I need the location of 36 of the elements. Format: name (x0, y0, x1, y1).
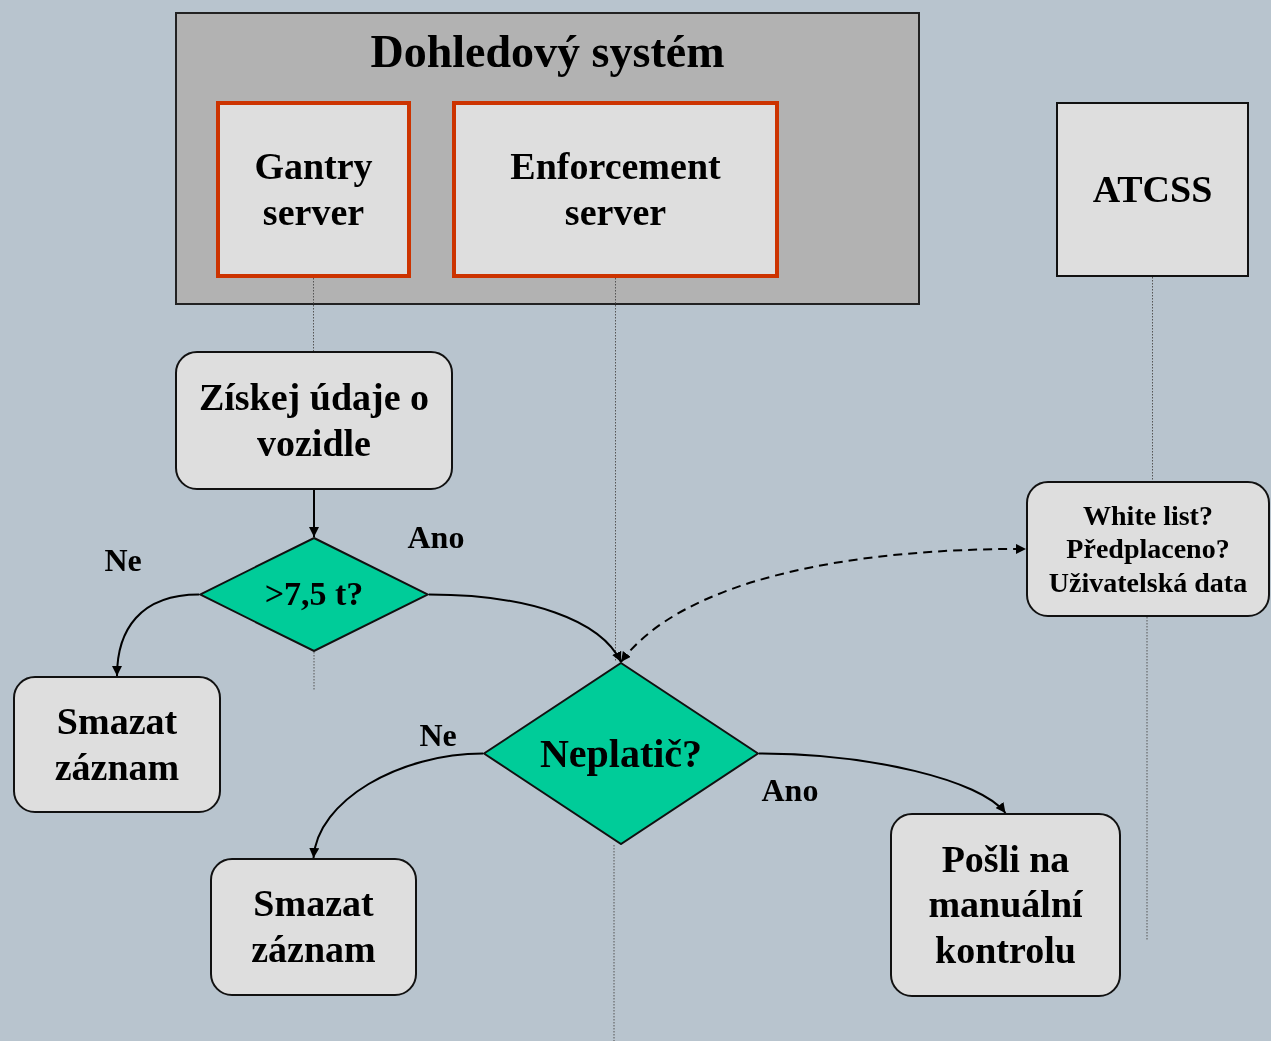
node-label: Enforcement server (509, 143, 722, 235)
panel-title: Dohledový systém (369, 25, 726, 79)
arrow (620, 544, 1027, 663)
edge-label: Ano (407, 521, 465, 553)
lifeline (1152, 276, 1153, 482)
server-box (452, 101, 779, 278)
process-box (13, 676, 221, 813)
node-label: Předplaceno? (1065, 532, 1231, 566)
node-label: Získej údaje o vozidle (197, 374, 431, 466)
arrow (310, 752, 484, 859)
process-box (175, 351, 453, 490)
lifeline (615, 277, 616, 663)
node-label: Gantry server (253, 143, 374, 235)
node-label: ATCSS (1091, 166, 1214, 212)
edge-label: Ano (761, 774, 819, 806)
node-label: >7,5 t? (263, 574, 365, 615)
arrow (758, 752, 1007, 814)
process-box (210, 858, 417, 996)
process-box (1026, 481, 1270, 617)
server-box (216, 101, 411, 278)
node-label: Smazat záznam (53, 698, 181, 790)
arrow (112, 593, 200, 677)
node-label: Smazat záznam (250, 881, 377, 972)
edge-label: Ne (419, 719, 457, 751)
system-panel (175, 12, 920, 305)
node-label: Pošli na manuální kontrolu (927, 836, 1084, 973)
system-box (1056, 102, 1249, 277)
decision-diamond (483, 662, 759, 845)
node-label: White list? (1082, 498, 1214, 533)
node-label: Neplatič? (538, 729, 704, 778)
lifeline (313, 277, 314, 352)
edge-label: Ne (104, 544, 142, 576)
arrow (428, 593, 622, 663)
process-box (890, 813, 1121, 997)
arrow (309, 489, 319, 538)
node-label: Uživatelská data (1047, 565, 1249, 600)
